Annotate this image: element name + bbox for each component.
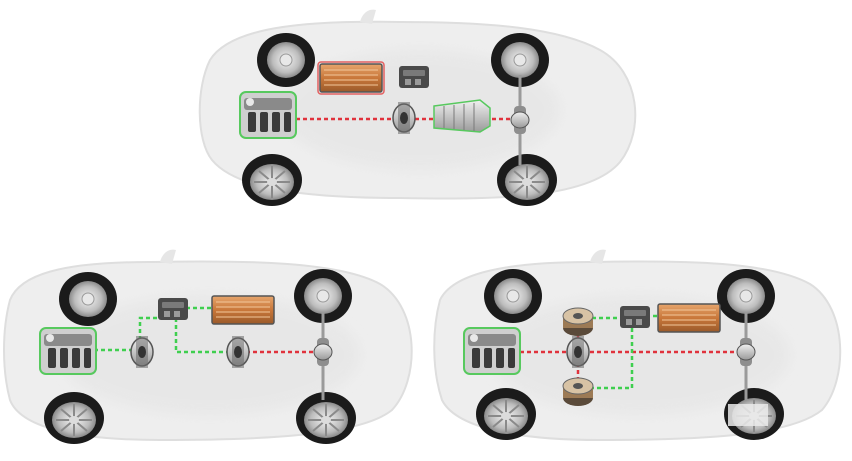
transmission: [433, 99, 491, 133]
battery-pack: [317, 61, 385, 95]
battery-pack: [657, 303, 721, 333]
front-right-tire: [43, 391, 105, 445]
rear-right-tire: [496, 153, 558, 207]
engine: [39, 327, 97, 375]
front-left-tire: [256, 32, 316, 88]
overlay-patch: [728, 404, 768, 426]
power-electronics: [620, 306, 650, 328]
electric-motor: [562, 377, 594, 407]
engine: [463, 327, 521, 375]
front-left-tire: [58, 271, 118, 327]
engine: [239, 91, 297, 139]
front-left-tire: [483, 268, 543, 324]
car-top: [198, 9, 637, 207]
power-electronics: [158, 298, 188, 320]
electrical-link: [592, 328, 634, 390]
battery-pack: [211, 295, 275, 325]
car-bottom-left: [3, 249, 413, 445]
rear-right-tire: [295, 391, 357, 445]
car-bottom-right: [433, 249, 842, 442]
generator: [562, 307, 594, 337]
front-right-tire: [475, 387, 537, 441]
front-right-tire: [241, 153, 303, 207]
electrical-link: [94, 316, 158, 352]
power-electronics: [399, 66, 429, 88]
